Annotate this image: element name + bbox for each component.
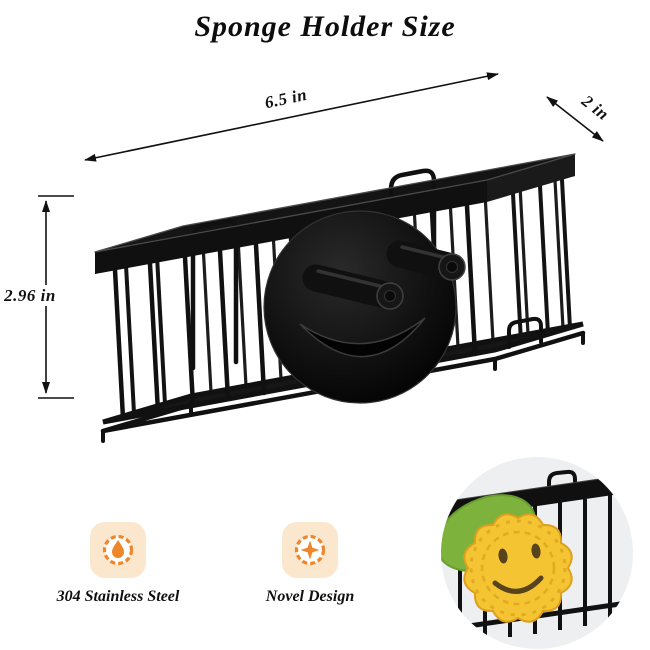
rim-right-band — [487, 154, 575, 202]
sponge-face — [492, 543, 544, 594]
rim-front-band — [95, 180, 487, 274]
inset-sponge — [441, 494, 573, 623]
dimension-depth-label: 2 in — [577, 91, 612, 124]
dimension-height-ticks — [38, 195, 74, 399]
feature-novel-design-label: Novel Design — [265, 588, 355, 605]
feature-novel-design: Novel Design — [230, 521, 390, 606]
dimension-height-label: 2.96 in — [3, 286, 56, 305]
feature-stainless-steel: 304 Stainless Steel — [30, 521, 206, 606]
hook-plate-disc — [263, 210, 457, 404]
rim-highlight — [94, 153, 576, 253]
sponge-ridges-inner — [480, 530, 556, 606]
sponge-body — [463, 513, 573, 623]
basket-illustration — [94, 153, 586, 443]
left-side-wires — [124, 254, 167, 415]
hook-plate-illustration — [263, 210, 466, 404]
novel-design-icon — [282, 522, 338, 578]
hook-peg-right — [386, 240, 466, 281]
dimension-width-arrow — [84, 72, 499, 162]
dimension-depth-arrow — [546, 96, 604, 142]
dimension-depth: 2 in — [546, 91, 613, 142]
dimension-height: 2.96 in — [1, 195, 74, 399]
stainless-steel-icon — [90, 522, 146, 578]
dimension-width: 6.5 in — [84, 72, 499, 162]
droplet-icon — [112, 540, 124, 558]
sparkle-icon — [300, 540, 320, 560]
feature-stainless-steel-label: 304 Stainless Steel — [56, 588, 180, 605]
page-title: Sponge Holder Size — [194, 10, 456, 43]
right-side-wires — [511, 178, 572, 344]
height-label-backing — [1, 285, 60, 306]
hook-peg-left — [302, 264, 404, 310]
basket-feet — [101, 331, 585, 443]
smile-slot — [299, 317, 426, 358]
drain-arch — [507, 316, 543, 349]
dimension-width-label: 6.5 in — [263, 85, 309, 112]
inset-detail-photo — [441, 457, 633, 649]
arch-hook-right — [388, 168, 437, 321]
sponge-ridges-outer — [469, 519, 567, 617]
